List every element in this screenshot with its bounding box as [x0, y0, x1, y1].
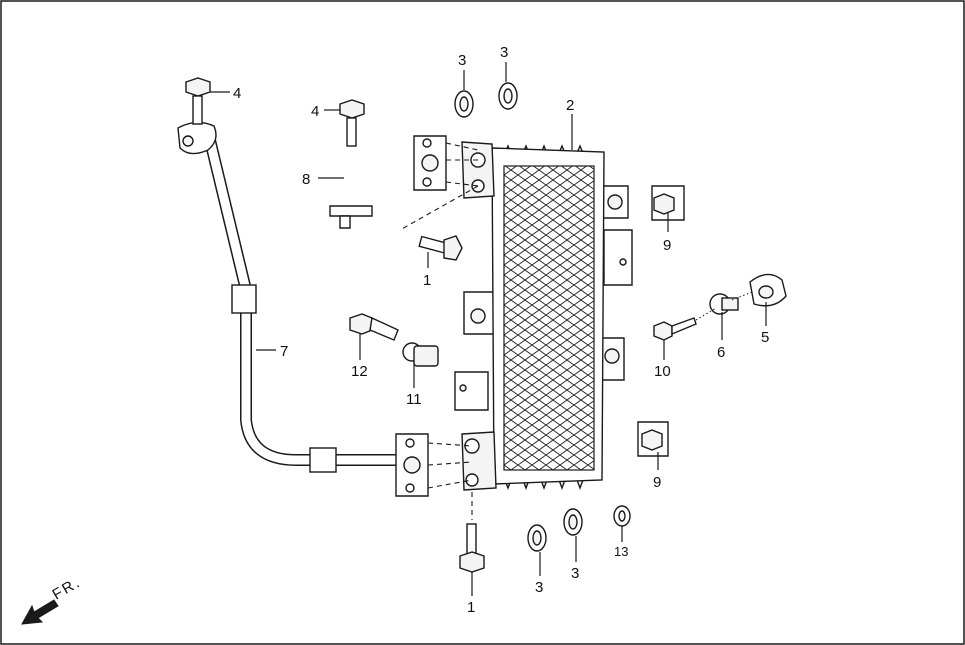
oil-cooler — [454, 141, 633, 491]
oil-pipe-long — [177, 121, 429, 497]
callout-13: 13 — [614, 544, 628, 559]
oil-pipe-upper — [329, 135, 447, 229]
washer-3a — [454, 90, 474, 118]
callout-9-lower: 9 — [653, 474, 661, 491]
callout-4b: 4 — [311, 103, 319, 120]
assembly-line — [427, 442, 473, 520]
bolt-4b — [339, 99, 365, 147]
callout-3c: 3 — [535, 579, 543, 596]
clip-nut-9-lower — [637, 421, 669, 457]
callout-3b: 3 — [500, 44, 508, 61]
callout-3a: 3 — [458, 52, 466, 69]
callout-3d: 3 — [571, 565, 579, 582]
direction-label: FR. — [50, 574, 85, 604]
collar-11 — [402, 342, 439, 367]
clip-nut-9-upper — [651, 185, 685, 221]
washer-3d — [563, 508, 583, 536]
bolt-1-lower — [459, 523, 485, 573]
callout-12: 12 — [351, 363, 368, 380]
washer-3c — [527, 524, 547, 552]
callout-8: 8 — [302, 171, 310, 188]
callout-10: 10 — [654, 363, 671, 380]
callout-1-upper: 1 — [423, 272, 431, 289]
callout-11: 11 — [406, 391, 422, 408]
leader-lines — [210, 62, 767, 596]
callout-4a: 4 — [233, 85, 241, 102]
callout-2: 2 — [566, 97, 574, 114]
callout-7: 7 — [280, 343, 288, 360]
arrow-front-left-icon — [21, 599, 59, 625]
callout-9-upper: 9 — [663, 237, 671, 254]
bolt-1-upper — [418, 235, 463, 261]
bolt-4a — [185, 77, 211, 125]
callout-1-lower: 1 — [467, 599, 475, 616]
grommet-5 — [749, 273, 787, 307]
bolt-12 — [349, 313, 399, 341]
callout-5: 5 — [761, 329, 769, 346]
bolt-10 — [653, 317, 697, 341]
collar-6 — [709, 293, 739, 315]
washer-3b — [498, 82, 518, 110]
callout-6: 6 — [717, 344, 725, 361]
washer-13 — [613, 505, 631, 527]
